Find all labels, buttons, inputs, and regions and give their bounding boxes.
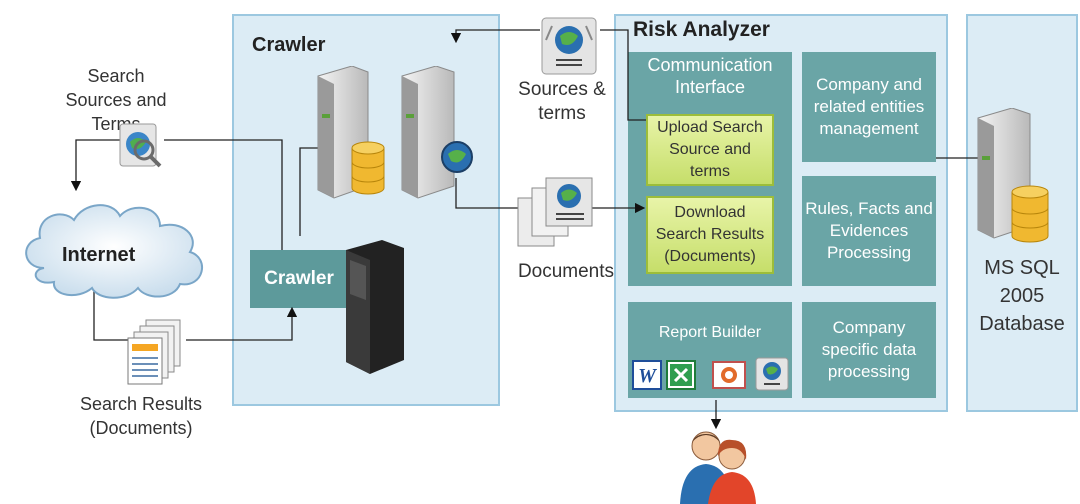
- documents-label: Documents: [517, 261, 615, 282]
- excel-icon: [666, 360, 696, 390]
- document-stack-icon: [517, 177, 593, 247]
- download-search-results-label: Download Search Results (Documents): [655, 204, 765, 265]
- rules-facts-label: Rules, Facts and Evidences Processing: [805, 199, 933, 262]
- powerpoint-icon: [712, 361, 746, 389]
- database-cylinder-icon: [351, 141, 385, 195]
- document-stack-icon: [127, 319, 181, 385]
- word-icon: W: [632, 360, 662, 390]
- company-specific-box: Company specific data processing: [802, 302, 936, 398]
- download-search-results-box[interactable]: Download Search Results (Documents): [646, 196, 774, 274]
- rules-facts-box: Rules, Facts and Evidences Processing: [802, 176, 936, 286]
- globe-icon: [441, 141, 473, 173]
- sources-terms-label: Sources & terms: [518, 79, 606, 124]
- company-management-box: Company and related entities management: [802, 52, 936, 162]
- users-icon: [680, 431, 756, 504]
- cloud-icon: [25, 204, 203, 299]
- globe-search-icon: [119, 123, 162, 168]
- communication-interface-label: Communication Interface: [647, 55, 773, 97]
- pc-tower-icon: [346, 240, 404, 374]
- svg-text:W: W: [638, 365, 657, 387]
- company-specific-label: Company specific data processing: [821, 318, 917, 381]
- internet-label: Internet: [62, 244, 136, 266]
- upload-search-label: Upload Search Source and terms: [657, 119, 763, 180]
- database-cylinder-icon: [1011, 185, 1049, 243]
- server-icon: [401, 66, 455, 199]
- company-management-label: Company and related entities management: [813, 75, 925, 138]
- globe-document-icon: [541, 17, 597, 75]
- report-builder-label: Report Builder: [658, 324, 762, 341]
- risk-analyzer-title: Risk Analyzer: [633, 18, 770, 41]
- crawler-panel-title: Crawler: [252, 34, 326, 56]
- globe-document-icon: [755, 357, 789, 391]
- crawler-box-label: Crawler: [264, 268, 334, 289]
- crawler-box: Crawler: [250, 250, 348, 308]
- database-label: MS SQL 2005 Database: [979, 257, 1065, 335]
- search-results-label: Search Results (Documents): [79, 394, 203, 438]
- search-sources-label: Search Sources and Terms: [65, 66, 167, 134]
- upload-search-box[interactable]: Upload Search Source and terms: [646, 114, 774, 186]
